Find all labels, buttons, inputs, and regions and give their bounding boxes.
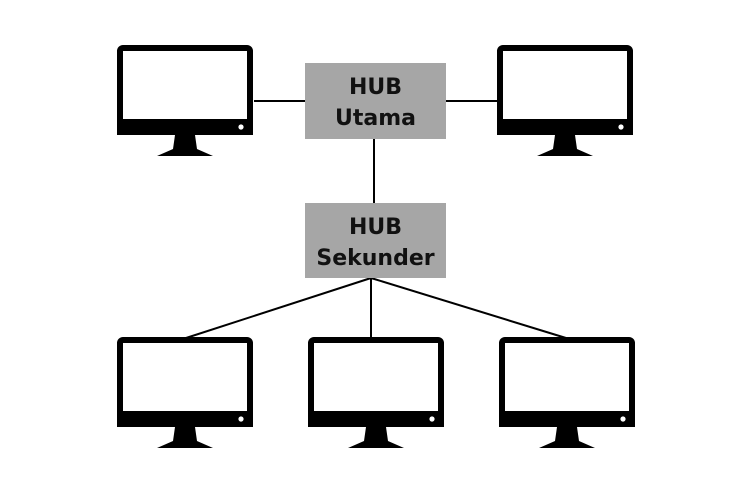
monitor-icon-bottom-right	[499, 340, 635, 448]
hub-secondary-box	[305, 203, 446, 278]
hub-main-label-line1: HUB	[349, 75, 402, 100]
monitor-icon-bottom-left	[117, 340, 253, 448]
hub-main-box	[305, 63, 446, 139]
hub-secondary-node: HUB Sekunder	[305, 203, 446, 278]
monitor-icon-top-left	[117, 48, 253, 156]
monitor-icon-top-right	[497, 48, 633, 156]
connection-lines	[185, 100, 567, 339]
hub-main-label-line2: Utama	[335, 106, 416, 131]
hub-main-node: HUB Utama	[305, 63, 446, 139]
hub-secondary-label-line2: Sekunder	[316, 246, 434, 271]
link-secondary-to-bottom-left	[185, 277, 372, 339]
link-secondary-to-bottom-right	[370, 277, 567, 339]
monitor-icon-bottom-center	[308, 340, 444, 448]
hub-secondary-label-line1: HUB	[349, 215, 402, 240]
